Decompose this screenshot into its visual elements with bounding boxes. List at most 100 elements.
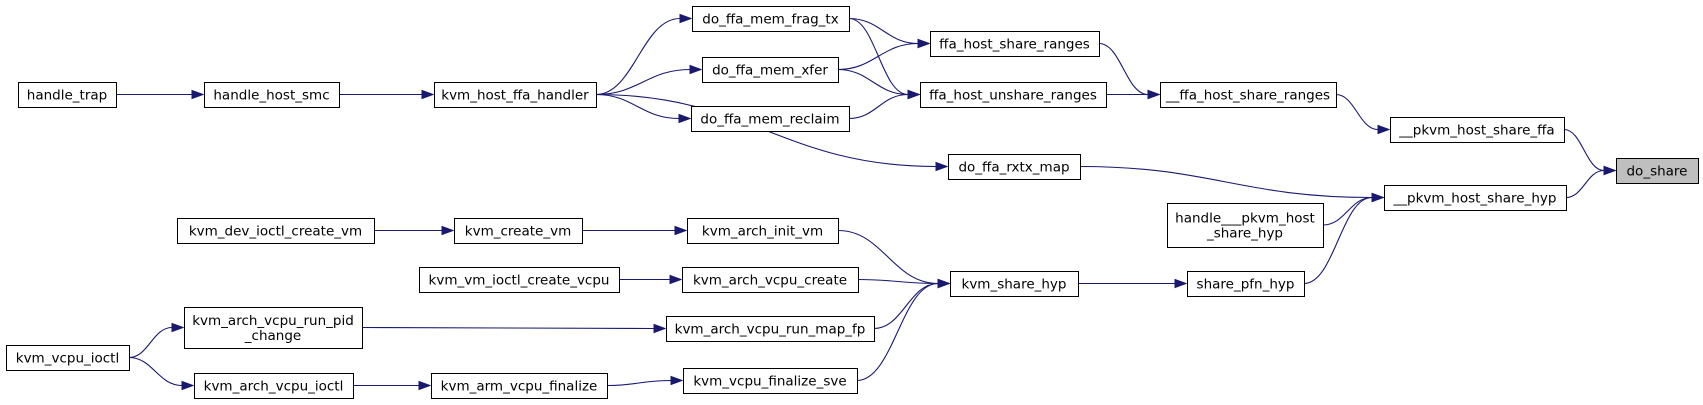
node-label: handle_host_smc	[213, 88, 329, 104]
edge-line	[1079, 165, 1373, 199]
function-node[interactable]: kvm_host_ffa_handler	[434, 82, 597, 108]
node-label: share_pfn_hyp	[1197, 277, 1295, 293]
node-label: _change	[244, 328, 301, 344]
edge-line	[848, 93, 909, 120]
function-node[interactable]: kvm_vm_ioctl_create_vcpu	[419, 267, 620, 293]
node-box	[431, 373, 608, 399]
function-node[interactable]: do_ffa_mem_reclaim	[691, 106, 850, 132]
function-node[interactable]: kvm_arch_init_vm	[687, 218, 839, 244]
function-node[interactable]: __ffa_host_share_ranges	[1160, 82, 1337, 108]
node-label: kvm_share_hyp	[962, 277, 1067, 293]
node-box	[702, 57, 839, 83]
edge-line	[857, 278, 939, 285]
node-label: do_ffa_mem_xfer	[712, 63, 828, 79]
arrowhead-icon	[669, 274, 683, 285]
node-label: do_share	[1626, 164, 1687, 180]
edge-line	[606, 379, 672, 387]
node-label: handle___pkvm_host	[1175, 211, 1315, 227]
call-edge	[352, 380, 432, 391]
edge-line	[1098, 42, 1149, 96]
node-label: do_ffa_rxtx_map	[958, 160, 1069, 176]
function-node[interactable]: handle_trap	[18, 82, 117, 108]
edge-line	[1335, 93, 1379, 131]
node-box	[666, 316, 875, 342]
node-box	[18, 82, 117, 108]
arrowhead-icon	[441, 225, 455, 236]
edge-line	[595, 17, 681, 96]
edge-line	[1563, 128, 1605, 172]
node-box	[6, 345, 130, 371]
edge-line	[1303, 196, 1373, 285]
arrowhead-icon	[674, 225, 688, 236]
node-box	[434, 82, 597, 108]
node-box	[920, 82, 1107, 108]
arrowhead-icon	[689, 64, 703, 75]
node-box	[204, 82, 340, 108]
call-edge	[1079, 165, 1385, 203]
node-label: _share_hyp	[1206, 226, 1283, 242]
edge-line	[873, 282, 939, 330]
node-box	[1187, 271, 1305, 297]
node-label: kvm_arch_vcpu_run_map_fp	[675, 322, 866, 338]
function-node[interactable]: __pkvm_host_share_hyp	[1384, 185, 1567, 211]
arrowhead-icon	[678, 113, 692, 124]
node-label: kvm_arch_vcpu_run_pid	[192, 313, 354, 329]
root-node[interactable]: do_share	[1616, 158, 1699, 184]
function-node[interactable]: kvm_create_vm	[454, 218, 583, 244]
function-node[interactable]: __pkvm_host_share_ffa	[1390, 117, 1565, 143]
arrowhead-icon	[670, 375, 684, 386]
node-box	[184, 307, 363, 349]
edge-line	[1565, 169, 1605, 199]
node-box	[1616, 158, 1699, 184]
function-node[interactable]: ffa_host_unshare_ranges	[920, 82, 1107, 108]
arrowhead-icon	[1603, 165, 1617, 176]
call-edge	[848, 17, 921, 100]
function-node[interactable]: handle_host_smc	[204, 82, 340, 108]
edge-line	[361, 326, 655, 330]
edge-line	[128, 326, 173, 359]
function-node[interactable]: kvm_arch_vcpu_ioctl	[194, 373, 354, 399]
node-box	[692, 6, 850, 32]
node-box	[194, 373, 354, 399]
function-node[interactable]: kvm_share_hyp	[950, 271, 1079, 297]
function-node[interactable]: do_ffa_mem_xfer	[702, 57, 839, 83]
node-box	[454, 218, 583, 244]
function-node[interactable]: ffa_host_share_ranges	[930, 31, 1100, 57]
node-label: kvm_vcpu_ioctl	[16, 351, 119, 367]
function-node[interactable]: kvm_arch_vcpu_run_pid_change	[184, 307, 363, 349]
function-node[interactable]: do_ffa_mem_frag_tx	[692, 6, 850, 32]
node-box	[419, 267, 620, 293]
function-node[interactable]: handle___pkvm_host_share_hyp	[1167, 203, 1324, 248]
arrowhead-icon	[917, 38, 931, 49]
function-node[interactable]: kvm_dev_ioctl_create_vm	[177, 218, 375, 244]
function-node[interactable]: kvm_vcpu_ioctl	[6, 345, 130, 371]
arrowhead-icon	[935, 161, 949, 172]
node-label: kvm_create_vm	[465, 224, 571, 240]
node-box	[1167, 203, 1324, 248]
function-node[interactable]: share_pfn_hyp	[1187, 271, 1305, 297]
node-box	[930, 31, 1100, 57]
node-label: handle_trap	[27, 88, 107, 104]
arrowhead-icon	[653, 323, 667, 334]
call-edge	[115, 89, 205, 100]
call-edge	[1105, 89, 1161, 100]
function-node[interactable]: kvm_arch_vcpu_create	[682, 267, 859, 293]
call-edge	[1098, 42, 1161, 100]
node-box	[682, 267, 859, 293]
arrowhead-icon	[191, 89, 205, 100]
function-node[interactable]: do_ffa_rxtx_map	[948, 154, 1081, 180]
function-node[interactable]: kvm_arch_vcpu_run_map_fp	[666, 316, 875, 342]
node-label: kvm_arch_vcpu_ioctl	[204, 379, 344, 395]
call-edge	[595, 64, 703, 96]
node-label: ffa_host_unshare_ranges	[929, 88, 1097, 104]
node-label: kvm_vm_ioctl_create_vcpu	[429, 273, 610, 289]
arrowhead-icon	[679, 13, 693, 24]
node-box	[683, 368, 858, 394]
function-node[interactable]: kvm_arm_vcpu_finalize	[431, 373, 608, 399]
call-edge	[374, 225, 455, 236]
call-edge	[618, 274, 683, 285]
call-edge	[1078, 278, 1188, 289]
function-node[interactable]: kvm_vcpu_finalize_sve	[683, 368, 858, 394]
node-label: __pkvm_host_share_hyp	[1393, 191, 1557, 207]
call-edge	[595, 93, 949, 172]
